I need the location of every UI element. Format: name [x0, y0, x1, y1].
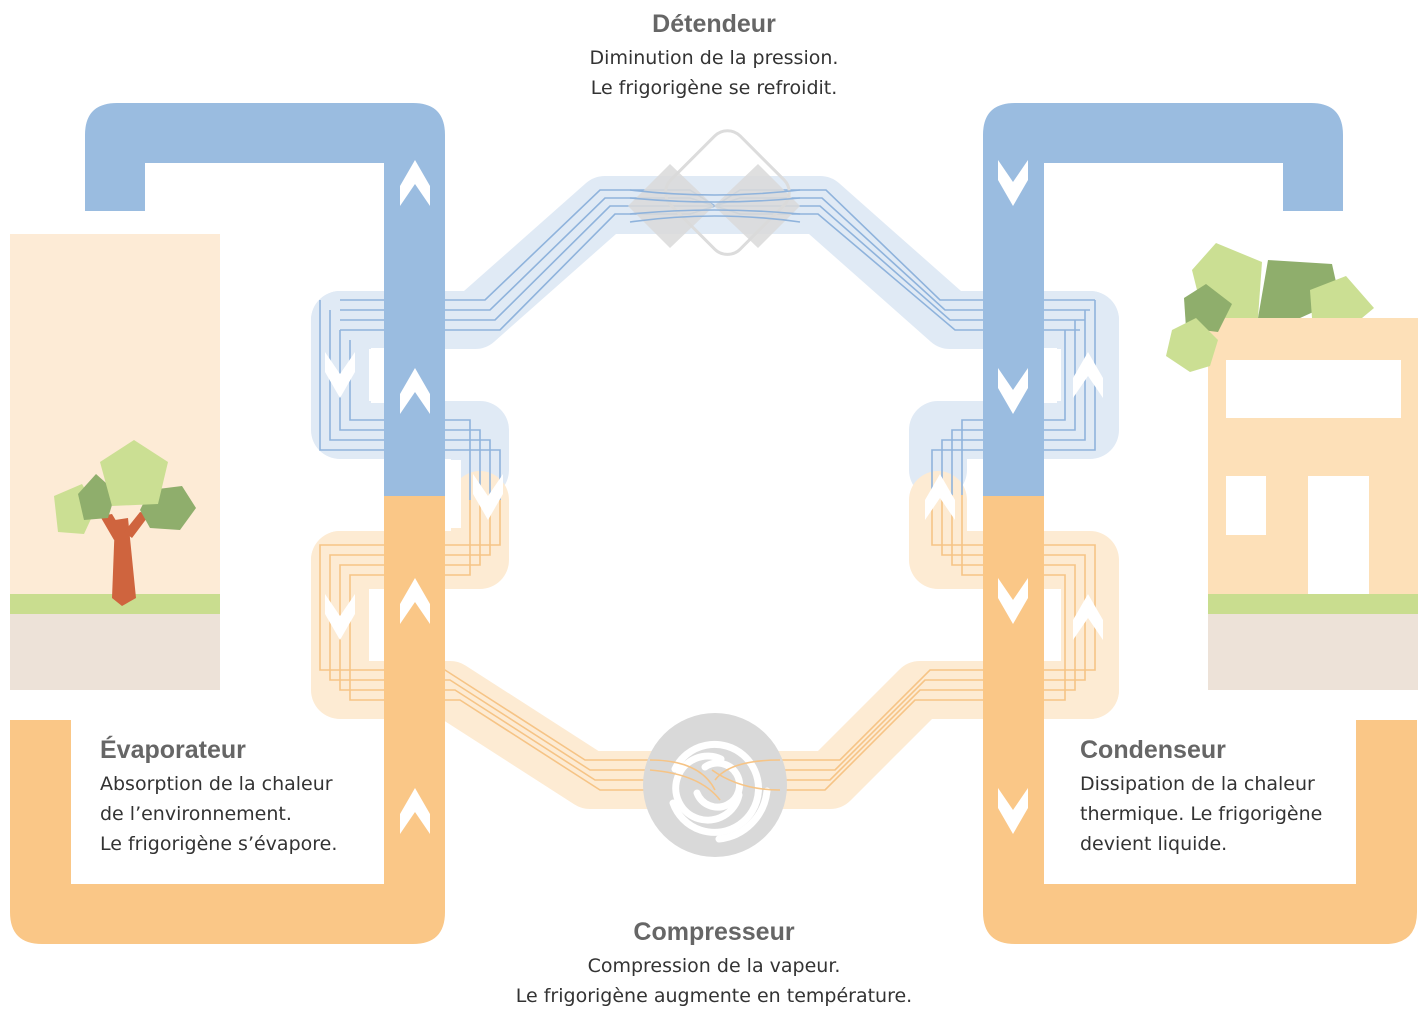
condenseur-line-2: thermique. Le frigorigène: [1080, 803, 1323, 825]
evaporateur-line-1: Absorption de la chaleur: [100, 773, 333, 795]
down-arrow-icon: [998, 788, 1028, 834]
evaporateur-line-3: Le frigorigène s’évapore.: [100, 833, 338, 855]
outdoor-scene: [10, 234, 220, 690]
condenseur-title: Condenseur: [1080, 736, 1226, 764]
compresseur-label: Compresseur Compression de la vapeur. Le…: [454, 918, 974, 1011]
compressor-spiral-icon: [643, 713, 787, 857]
up-arrow-icon: [400, 578, 430, 624]
condenseur-line-3: devient liquide.: [1080, 833, 1228, 855]
refrigerant-lines-warm: [319, 495, 1096, 791]
indoor-scene: [1166, 243, 1418, 690]
condenser-cold-pipe: [983, 103, 1343, 496]
detendeur-title: Détendeur: [652, 10, 776, 38]
evaporateur-label: Évaporateur Absorption de la chaleur de …: [100, 736, 380, 859]
compresseur-line-1: Compression de la vapeur.: [587, 955, 841, 977]
up-arrow-icon: [400, 368, 430, 414]
down-arrow-icon: [325, 594, 355, 640]
up-arrow-icon: [1073, 352, 1103, 398]
up-arrow-icon: [1073, 594, 1103, 640]
detendeur-line-1: Diminution de la pression.: [589, 47, 839, 69]
evaporateur-title: Évaporateur: [100, 736, 246, 764]
compresseur-line-2: Le frigorigène augmente en température.: [515, 985, 913, 1007]
down-arrow-icon: [998, 160, 1028, 206]
heat-exchanger-plates: [371, 348, 1057, 642]
up-arrow-icon: [400, 160, 430, 206]
condenseur-line-1: Dissipation de la chaleur: [1080, 773, 1315, 795]
evaporator-warm-pipe: [10, 496, 445, 944]
down-arrow-icon: [998, 368, 1028, 414]
tree-icon: [54, 440, 196, 606]
compresseur-title: Compresseur: [633, 918, 795, 946]
condenseur-label: Condenseur Dissipation de la chaleur the…: [1080, 736, 1350, 859]
down-arrow-icon: [473, 474, 503, 520]
up-arrow-icon: [400, 788, 430, 834]
evaporator-cold-pipe: [85, 103, 445, 496]
down-arrow-icon: [998, 578, 1028, 624]
detendeur-line-2: Le frigorigène se refroidit.: [590, 77, 838, 99]
bush-icon: [1166, 243, 1374, 372]
detendeur-label: Détendeur Diminution de la pression. Le …: [514, 10, 914, 103]
down-arrow-icon: [325, 352, 355, 398]
condenser-warm-pipe: [983, 496, 1417, 944]
evaporateur-line-2: de l’environnement.: [100, 803, 292, 825]
expansion-valve-icon: [628, 129, 801, 256]
up-arrow-icon: [925, 474, 955, 520]
